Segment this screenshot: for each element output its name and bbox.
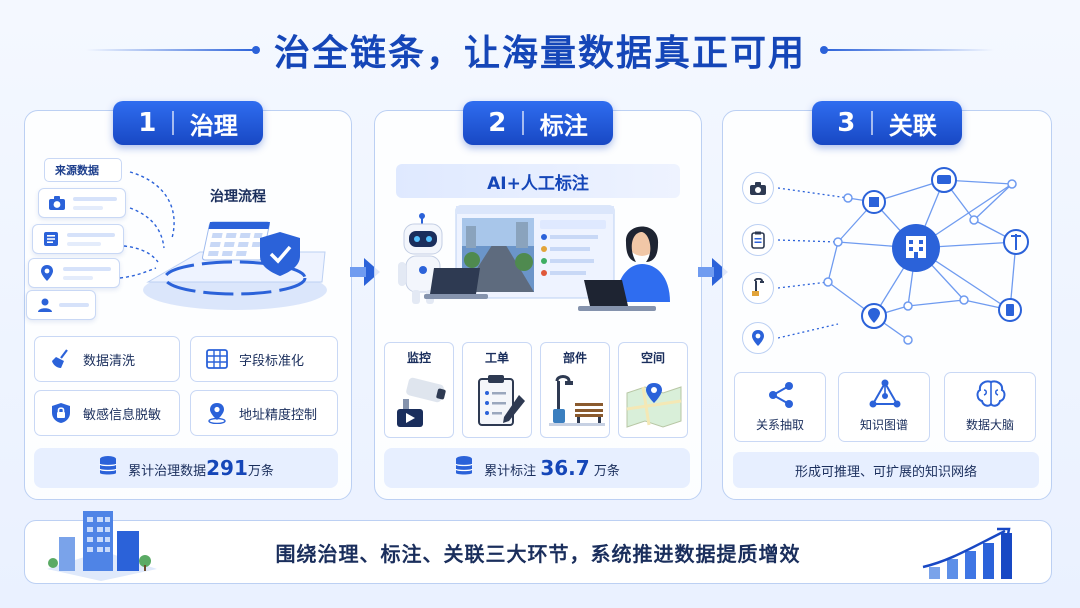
- category-monitoring: 监控: [384, 342, 454, 438]
- stat-suffix: 万条: [593, 464, 620, 479]
- share-nodes-icon: [769, 382, 793, 408]
- feature-label: 字段标准化: [239, 353, 305, 369]
- database-icon: [98, 455, 118, 481]
- step-number: 1: [138, 108, 157, 138]
- bottom-summary-text: 围绕治理、标注、关联三大环节，系统推进数据提质增效: [275, 541, 801, 566]
- stat-prefix: 累计标注: [484, 464, 537, 479]
- category-work-order: 工单: [462, 342, 532, 438]
- network-summary: 形成可推理、可扩展的知识网络: [733, 452, 1039, 488]
- source-card: [28, 258, 120, 288]
- clipboard-node-icon: [742, 224, 774, 256]
- camera-node-icon: [742, 172, 774, 204]
- box-label: 知识图谱: [859, 418, 908, 432]
- table-grid-icon: [205, 347, 229, 371]
- map-icon: [626, 383, 682, 428]
- growth-chart-illustration: [922, 527, 1012, 579]
- database-icon: [454, 455, 474, 481]
- governance-stat: 累计治理数据291万条: [34, 448, 338, 488]
- step-name: 标注: [539, 111, 588, 140]
- list-icon: [41, 229, 61, 249]
- category-components: 部件: [540, 342, 610, 438]
- ai-annotation-banner: AI+人工标注: [396, 164, 680, 198]
- cctv-camera-icon: [397, 377, 446, 427]
- category-label: 空间: [640, 351, 665, 365]
- feature-data-cleaning: 数据清洗: [34, 336, 180, 382]
- city-buildings-illustration: [47, 511, 157, 581]
- clipboard-icon: [478, 375, 525, 426]
- ai-human-annotation-illustration: [398, 205, 670, 311]
- step-tab-3: 3 关联: [812, 101, 962, 145]
- feature-sensitive-masking: 敏感信息脱敏: [34, 390, 180, 436]
- flow-title: 治理流程: [210, 189, 266, 205]
- stat-value: 36.7: [540, 456, 590, 480]
- step-number: 3: [837, 108, 856, 138]
- title-row: 治全链条，让海量数据真正可用: [0, 22, 1080, 78]
- feature-label: 敏感信息脱敏: [83, 407, 162, 423]
- box-knowledge-graph: 知识图谱: [838, 372, 930, 442]
- category-label: 工单: [484, 351, 509, 365]
- category-space: 空间: [618, 342, 688, 438]
- location-node-icon: [742, 322, 774, 354]
- feature-label: 数据清洗: [83, 353, 136, 369]
- stat-prefix: 累计治理数据: [128, 464, 207, 479]
- graph-triangle-icon: [869, 379, 901, 408]
- stat-suffix: 万条: [247, 464, 274, 479]
- feature-field-standardization: 字段标准化: [190, 336, 338, 382]
- step-name: 关联: [888, 111, 937, 140]
- step-tab-2: 2 标注: [463, 101, 613, 145]
- box-data-brain: 数据大脑: [944, 372, 1036, 442]
- source-card: [26, 290, 96, 320]
- page-title: 治全链条，让海量数据真正可用: [273, 33, 806, 74]
- camera-icon: [47, 193, 67, 213]
- feature-label: 地址精度控制: [239, 407, 318, 423]
- annotation-stat: 累计标注 36.7 万条: [384, 448, 690, 488]
- knowledge-network-graph: [778, 167, 1029, 345]
- governance-platform-illustration: [143, 221, 327, 310]
- brain-icon: [976, 380, 1006, 407]
- broom-icon: [49, 347, 73, 371]
- stat-value: 291: [206, 456, 248, 480]
- step-tab-1: 1 治理: [113, 101, 263, 145]
- source-data-label: 来源数据: [44, 158, 122, 182]
- category-label: 监控: [406, 351, 431, 365]
- source-card: [32, 224, 124, 254]
- step-number: 2: [488, 108, 507, 138]
- user-icon: [35, 295, 55, 315]
- feature-address-precision: 地址精度控制: [190, 390, 338, 436]
- title-decor-line-right: [820, 46, 994, 54]
- map-pin-icon: [205, 401, 229, 425]
- streetlight-bench-icon: [549, 375, 605, 426]
- bottom-summary-banner: 围绕治理、标注、关联三大环节，系统推进数据提质增效: [24, 511, 1052, 584]
- flow-dashed-arrows: [119, 171, 175, 279]
- location-pin-icon: [37, 263, 57, 283]
- category-label: 部件: [562, 351, 587, 365]
- shield-lock-icon: [49, 401, 73, 425]
- box-relation-extraction: 关系抽取: [734, 372, 826, 442]
- step-name: 治理: [189, 111, 238, 140]
- streetlight-node-icon: [742, 272, 774, 304]
- box-label: 关系抽取: [755, 418, 804, 432]
- title-decor-line-left: [85, 46, 260, 54]
- box-label: 数据大脑: [965, 418, 1014, 432]
- source-card: [38, 188, 126, 218]
